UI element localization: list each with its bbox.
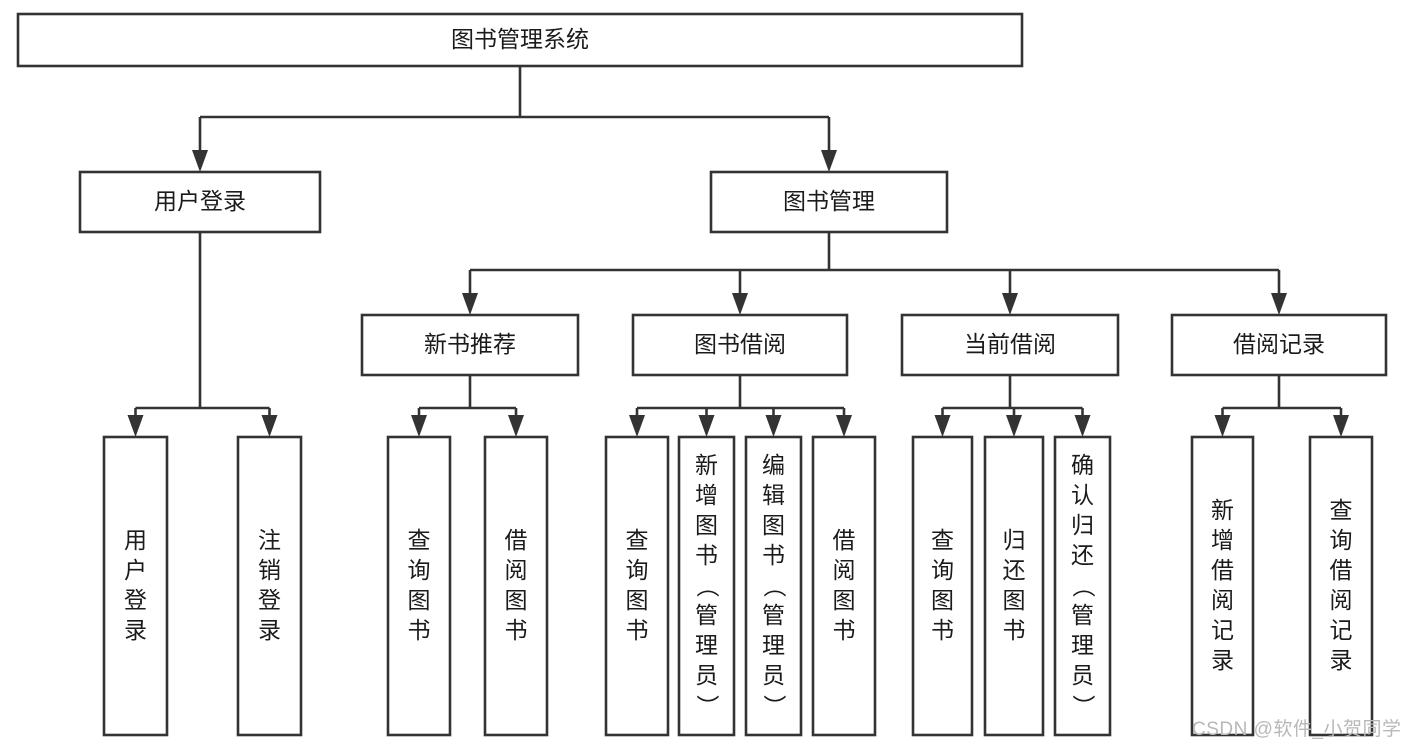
level3-node-0[interactable]: 新书推荐 — [360, 313, 580, 377]
level3-arrow-0 — [462, 293, 478, 315]
leaf-arrow-10 — [1074, 415, 1091, 437]
leaf-arrow-7 — [836, 415, 852, 437]
root-node[interactable]: 图书管理系统 — [16, 12, 1024, 68]
leaf-node-9-rect[interactable] — [983, 435, 1045, 737]
level3-node-1-rect[interactable] — [631, 313, 849, 377]
level3-node-3-label: 借阅记录 — [1233, 331, 1325, 357]
leaf-arrow-0 — [127, 415, 144, 437]
leaf-arrow-3 — [508, 415, 524, 437]
leaf-node-10-rect[interactable] — [1053, 435, 1112, 737]
leaf-node-7-rect[interactable] — [811, 435, 877, 737]
leaf-node-4-rect[interactable] — [604, 435, 670, 737]
leaf-arrow-4 — [629, 415, 645, 437]
leaf-node-11-rect[interactable] — [1190, 435, 1255, 737]
level3-arrow-3 — [1271, 293, 1287, 315]
leaf-node-8-rect[interactable] — [911, 435, 974, 737]
connector-lines — [127, 66, 1349, 437]
leaf-arrow-12 — [1333, 415, 1349, 437]
leaf-arrow-5 — [698, 415, 715, 437]
leaf-arrow-9 — [1006, 415, 1022, 437]
level2-node-0[interactable]: 用户登录 — [78, 170, 322, 234]
level3-node-3-rect[interactable] — [1170, 313, 1388, 377]
leaf-node-5-rect[interactable] — [677, 435, 736, 737]
level3-node-0-label: 新书推荐 — [424, 331, 516, 357]
level2-node-1-label: 图书管理 — [783, 188, 875, 214]
level2-arrow-1 — [821, 150, 837, 172]
watermark-text: CSDN @软件_小贺同学 — [1192, 719, 1402, 740]
level3-node-2-rect[interactable] — [900, 313, 1120, 377]
leaf-node-3-rect[interactable] — [483, 435, 549, 737]
leaf-node-1-rect[interactable] — [236, 435, 303, 737]
level2-arrow-0 — [192, 150, 208, 172]
level3-arrow-2 — [1002, 293, 1018, 315]
level2-node-1[interactable]: 图书管理 — [709, 170, 949, 234]
leaf-node-12-rect[interactable] — [1308, 435, 1374, 737]
level3-node-2-label: 当前借阅 — [964, 331, 1056, 357]
level3-node-3[interactable]: 借阅记录 — [1170, 313, 1388, 377]
leaf-node-2-rect[interactable] — [386, 435, 452, 737]
leaf-arrow-1 — [261, 415, 278, 437]
root-node-rect[interactable] — [16, 12, 1024, 68]
leaf-arrow-11 — [1214, 415, 1231, 437]
level3-node-1[interactable]: 图书借阅 — [631, 313, 849, 377]
leaf-arrow-6 — [765, 415, 782, 437]
level2-node-0-rect[interactable] — [78, 170, 322, 234]
level3-node-0-rect[interactable] — [360, 313, 580, 377]
leaf-arrow-8 — [934, 415, 951, 437]
leaf-node-0-rect[interactable] — [102, 435, 169, 737]
leaf-arrow-2 — [411, 415, 427, 437]
level3-node-2[interactable]: 当前借阅 — [900, 313, 1120, 377]
leaf-node-6-rect[interactable] — [744, 435, 803, 737]
level2-node-0-label: 用户登录 — [154, 188, 246, 214]
root-node-label: 图书管理系统 — [451, 26, 589, 52]
level3-arrow-1 — [732, 293, 748, 315]
level3-node-1-label: 图书借阅 — [694, 331, 786, 357]
level2-node-1-rect[interactable] — [709, 170, 949, 234]
